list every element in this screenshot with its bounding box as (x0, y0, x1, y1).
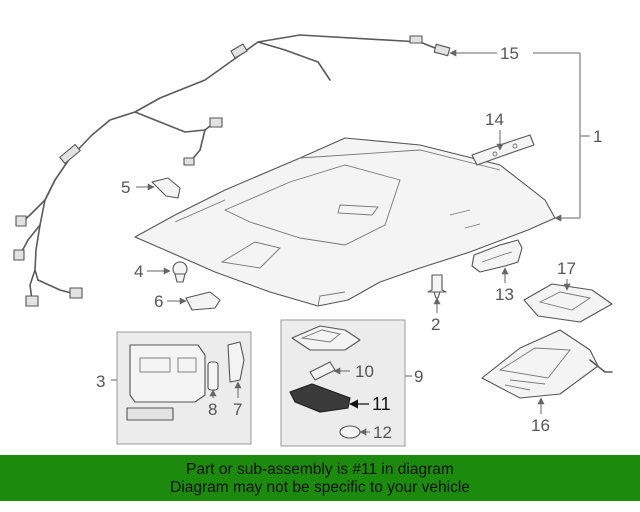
group-box-sunshade-left (116, 331, 252, 445)
part-11-sunshade[interactable] (289, 383, 351, 413)
part-2-pin[interactable] (427, 274, 447, 299)
callout-5: 5 (121, 178, 130, 197)
callout-13: 13 (495, 285, 514, 304)
part-13-grab-handle[interactable] (471, 239, 523, 273)
callout-10: 10 (355, 362, 374, 381)
headliner-parts-diagram: 15 1 14 5 4 6 2 13 17 16 3 8 7 9 10 11 1… (13, 34, 613, 447)
callout-9: 9 (414, 367, 423, 386)
part-16-overhead-console[interactable] (481, 329, 613, 399)
part-17-dome-lamp[interactable] (523, 283, 613, 323)
callout-16: 16 (531, 416, 550, 435)
part-14-bracket[interactable] (471, 134, 535, 166)
notice-line-2: Diagram may not be specific to your vehi… (170, 479, 470, 496)
callout-17: 17 (557, 259, 576, 278)
part-4-clip[interactable] (172, 261, 188, 283)
callout-labels: 15 1 14 5 4 6 2 13 17 16 3 8 7 9 10 11 1… (96, 44, 602, 442)
diagram-notice-banner: Part or sub-assembly is #11 in diagram D… (0, 455, 640, 501)
callout-6: 6 (154, 292, 163, 311)
part-12-cap[interactable] (339, 425, 361, 439)
part-8-clip[interactable] (207, 361, 219, 391)
part-1-headliner[interactable] (134, 137, 556, 307)
part-7-bracket[interactable] (227, 341, 245, 383)
callout-11-highlighted: 11 (372, 394, 391, 414)
group-box-sunshade-right (280, 319, 406, 447)
callout-leader-lines (111, 49, 590, 436)
part-6-cover[interactable] (185, 291, 221, 311)
callout-3: 3 (96, 372, 105, 391)
notice-line-1: Part or sub-assembly is #11 in diagram (186, 461, 454, 478)
callout-1: 1 (593, 127, 602, 146)
callout-12: 12 (373, 423, 392, 442)
callout-8: 8 (208, 400, 217, 419)
callout-2: 2 (431, 315, 440, 334)
callout-4: 4 (134, 262, 143, 281)
part-15-wiring-harness[interactable] (13, 34, 451, 307)
part-5-retainer[interactable] (151, 177, 181, 199)
callout-15: 15 (500, 44, 519, 63)
callout-14: 14 (485, 110, 504, 129)
callout-7: 7 (233, 400, 242, 419)
